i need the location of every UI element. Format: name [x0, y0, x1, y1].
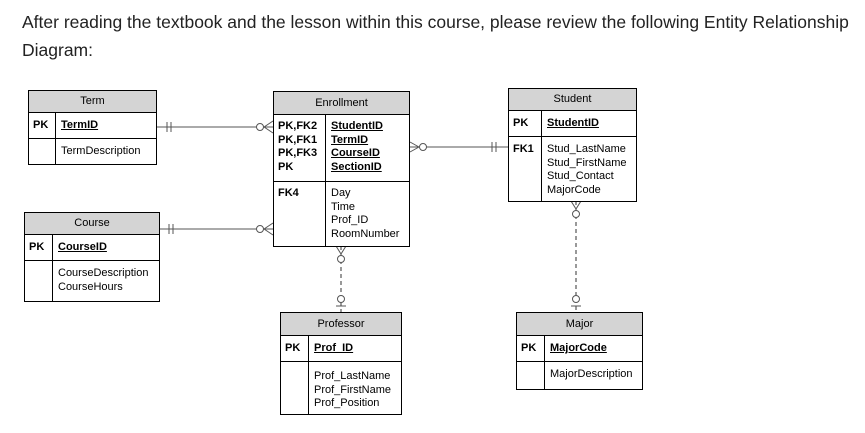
entity-title: Professor [281, 313, 401, 336]
key-label: PK [29, 241, 45, 253]
attr-label: Prof_FirstName [314, 383, 392, 396]
key-column: PK,FK2 PK,FK1 PK,FK3 PK [274, 115, 326, 181]
attr-label: CourseID [58, 241, 107, 253]
key-label: FK1 [513, 143, 534, 155]
attr-label: Stud_LastName [547, 143, 626, 155]
pk-row: PK,FK2 PK,FK1 PK,FK3 PK StudentID TermID… [274, 115, 409, 182]
entity-title: Enrollment [274, 92, 409, 115]
entity-term: Term PK TermID TermDescription [28, 90, 157, 165]
attr-row: FK4 Day Time Prof_ID RoomNumber [274, 182, 409, 246]
key-column: PK [29, 113, 56, 138]
intro-text: After reading the textbook and the lesso… [22, 12, 849, 60]
entity-student: Student PK StudentID FK1 Stud_LastName S… [508, 88, 637, 202]
key-label: PK [513, 117, 529, 129]
attr-column: Prof_ID [314, 336, 353, 361]
key-column [281, 362, 309, 414]
key-column: PK [25, 235, 53, 260]
key-label: FK4 [278, 187, 299, 199]
key-label: PK,FK2 [278, 120, 318, 132]
attr-row: Prof_LastName Prof_FirstName Prof_Positi… [281, 362, 401, 414]
key-column [25, 261, 53, 301]
attr-label: MajorCode [550, 342, 607, 354]
attr-column: MajorDescription [550, 362, 633, 389]
attr-column: StudentID TermID CourseID SectionID [331, 115, 383, 181]
entity-title: Term [29, 91, 156, 113]
entity-course: Course PK CourseID CourseDescription Cou… [24, 212, 160, 302]
attr-label: StudentID [331, 120, 383, 132]
attr-label: TermDescription [61, 145, 141, 157]
key-column: PK [517, 336, 545, 361]
attr-label: Stud_FirstName [547, 156, 627, 169]
key-column [517, 362, 545, 389]
pk-row: PK CourseID [25, 235, 159, 261]
attr-label: CourseDescription [58, 267, 149, 279]
entity-professor: Professor PK Prof_ID Prof_LastName Prof_… [280, 312, 402, 415]
attr-row: FK1 Stud_LastName Stud_FirstName Stud_Co… [509, 137, 636, 201]
key-label: PK [521, 342, 537, 354]
attr-row: TermDescription [29, 139, 156, 164]
attr-column: TermID [61, 113, 98, 138]
attr-label: RoomNumber [331, 227, 400, 240]
attr-column: CourseID [58, 235, 107, 260]
attr-column: Prof_LastName Prof_FirstName Prof_Positi… [314, 362, 391, 414]
attr-label: StudentID [547, 117, 599, 129]
attr-row: MajorDescription [517, 362, 642, 389]
key-label: PK,FK3 [278, 147, 318, 159]
key-column: PK [509, 111, 542, 136]
rel-enrollment-student [409, 141, 508, 153]
attr-label: TermID [61, 119, 99, 131]
attr-label: SectionID [331, 160, 382, 173]
attr-label: Prof_ID [314, 342, 354, 354]
attr-label: TermID [331, 133, 369, 146]
pk-row: PK MajorCode [517, 336, 642, 362]
key-label: PK [285, 342, 301, 354]
pk-row: PK Prof_ID [281, 336, 401, 362]
attr-label: CourseHours [58, 280, 123, 293]
attr-column: MajorCode [550, 336, 607, 361]
attr-label: Prof_Position [314, 397, 380, 409]
rel-course-enrollment [160, 222, 274, 236]
attr-label: MajorDescription [550, 368, 633, 380]
rel-student-major [570, 200, 582, 312]
attr-label: Time [331, 200, 356, 213]
attr-label: Stud_Contact [547, 170, 614, 182]
attr-column: StudentID [547, 111, 599, 136]
entity-enrollment: Enrollment PK,FK2 PK,FK1 PK,FK3 PK Stude… [273, 91, 410, 247]
entity-title: Major [517, 313, 642, 336]
key-column: FK1 [509, 137, 542, 201]
rel-enrollment-professor [335, 245, 347, 312]
attr-column: Day Time Prof_ID RoomNumber [331, 182, 399, 246]
entity-major: Major PK MajorCode MajorDescription [516, 312, 643, 390]
key-column: PK [281, 336, 309, 361]
attr-row: CourseDescription CourseHours [25, 261, 159, 301]
key-label: PK [33, 119, 49, 131]
attr-label: Prof_ID [331, 214, 369, 226]
attr-column: TermDescription [61, 139, 140, 164]
pk-row: PK TermID [29, 113, 156, 139]
key-label: PK [278, 160, 294, 173]
attr-label: MajorCode [547, 183, 601, 196]
key-column [29, 139, 56, 164]
rel-term-enrollment [157, 120, 274, 134]
attr-label: CourseID [331, 147, 380, 159]
attr-column: Stud_LastName Stud_FirstName Stud_Contac… [547, 137, 626, 201]
entity-title: Student [509, 89, 636, 111]
attr-label: Day [331, 187, 351, 199]
attr-column: CourseDescription CourseHours [58, 261, 148, 301]
attr-label: Prof_LastName [314, 370, 391, 382]
entity-title: Course [25, 213, 159, 235]
pk-row: PK StudentID [509, 111, 636, 137]
key-label: PK,FK1 [278, 133, 318, 146]
key-column: FK4 [274, 182, 326, 246]
